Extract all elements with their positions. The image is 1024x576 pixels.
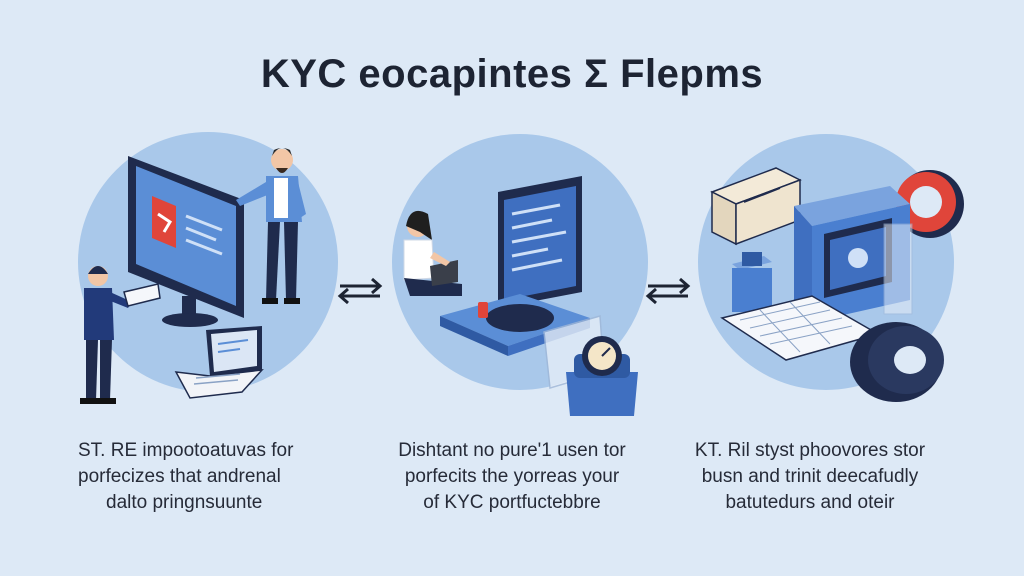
flow-arrow-2 <box>645 277 691 305</box>
screen-icon <box>498 176 582 308</box>
panel-2-illustration <box>392 134 648 416</box>
tire-icon <box>850 322 944 402</box>
flow-arrow-1 <box>337 277 383 305</box>
standing-person-icon <box>236 148 306 304</box>
caption-line: porfecizes that andrenal <box>78 466 281 488</box>
panel-1-illustration <box>78 132 338 404</box>
person-with-tablet-icon <box>80 266 161 404</box>
panel-3-illustration <box>698 134 964 402</box>
caption-line: Dishtant no pure⁠'1 usen tor <box>398 440 626 461</box>
panel-1-caption: ST. RE impootoatuvas for porfecizes that… <box>78 438 378 517</box>
laptop-icon <box>174 326 264 399</box>
small-device-icon <box>732 252 772 312</box>
machine-icon <box>794 186 913 322</box>
panel-2-caption: Dishtant no pure⁠'1 usen tor porfecits t… <box>362 438 662 517</box>
desk-platform-icon <box>440 294 605 389</box>
secure-device-icon <box>566 336 638 416</box>
caption-line: of KYC portfuctebbre <box>423 492 601 514</box>
red-ring-icon <box>896 170 964 238</box>
caption-line: dalto pringnsuunte <box>106 492 263 514</box>
caption-line: batutedurs and oteir <box>725 492 895 514</box>
caption-line: ST. RE impootoatuvas for <box>78 440 294 461</box>
page-title: KYC eocapintes Σ Flepms <box>260 52 764 96</box>
panel-3-caption: KT. Ril styst phoovores stor busn and tr… <box>640 438 980 517</box>
monitor-icon <box>128 156 244 327</box>
caption-line: busn and trinit deecafudly <box>701 466 919 488</box>
caption-line: KT. Ril styst phoovores stor <box>694 440 926 461</box>
package-box-icon <box>710 167 802 246</box>
sitting-person-icon <box>403 210 462 296</box>
caption-line: porfecits the yorreas your <box>404 466 620 488</box>
